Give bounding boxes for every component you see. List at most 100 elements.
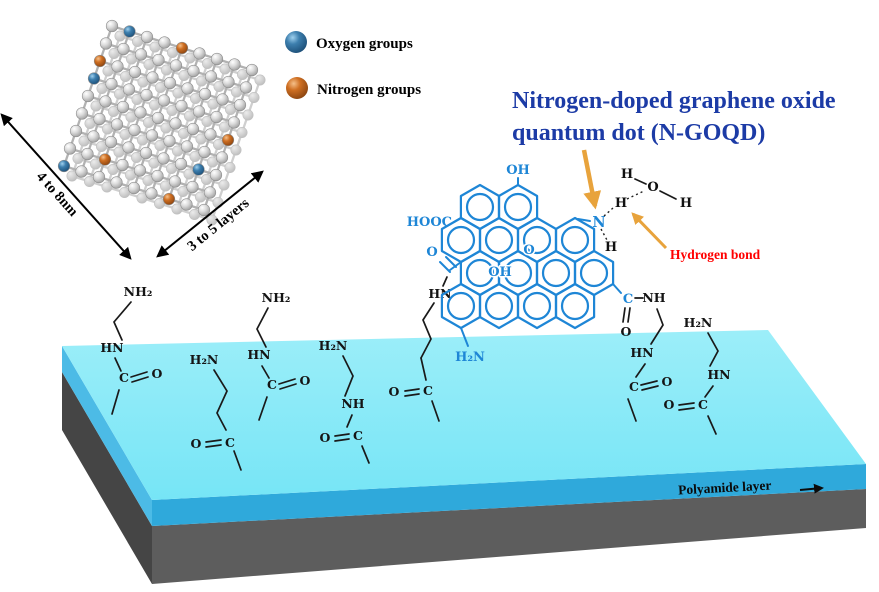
substituent-bond — [577, 218, 591, 222]
carbonyl-o-label: O — [320, 430, 331, 445]
double-bond — [205, 444, 222, 448]
double-bond — [334, 433, 350, 437]
chain-bond — [261, 365, 270, 379]
chain-bond — [431, 400, 440, 422]
double-bond — [641, 385, 659, 391]
double-bond — [404, 393, 420, 397]
carbonyl-c-label: C — [225, 435, 235, 450]
chain-bonds — [420, 302, 435, 359]
double-bond — [678, 407, 695, 411]
substituent-bond — [612, 283, 622, 294]
polyamide-label-group: Polyamide layer — [678, 478, 824, 498]
chain-bond — [361, 445, 370, 464]
polyamide-chain: NH₂ HN C O — [100, 284, 163, 415]
double-bond — [439, 261, 451, 273]
chain-bond — [420, 357, 427, 381]
water-o-label: O — [647, 180, 658, 195]
title-arrow — [581, 149, 602, 210]
qd-hooc-label: HOOC — [407, 215, 452, 230]
graphene-model: 4 to 8nm 3 to 5 layers — [0, 19, 266, 260]
polyamide-arrow — [799, 483, 824, 494]
amide-n-label: HN — [630, 345, 653, 360]
chain-bonds — [213, 369, 228, 431]
amide-n-label: HN — [100, 340, 123, 355]
quantum-dot: OH HOOC OH O H₂N O C O N — [407, 163, 644, 365]
amide-n-label: HN — [707, 367, 730, 382]
polyamide-front-edge — [152, 464, 866, 526]
chain-bond — [704, 385, 714, 398]
oxygen-sphere-icon — [285, 31, 307, 53]
chain-bond — [627, 398, 637, 422]
water-bond — [634, 178, 647, 185]
double-bond — [445, 256, 457, 268]
amide-n-label: NH — [341, 396, 364, 411]
hydrogen-bond-label: Hydrogen bond — [670, 247, 761, 262]
carbonyl-c-label: C — [698, 397, 708, 412]
amine-label: NH₂ — [124, 284, 153, 299]
qd-amide-c-label: C — [623, 292, 633, 307]
water-bond — [659, 190, 677, 200]
qd-inner-oh-label: OH — [488, 265, 512, 280]
carbonyl-o-label: O — [389, 384, 400, 399]
chain-bonds — [707, 332, 719, 367]
qd-epoxy-o-label: O — [523, 243, 534, 258]
amine-label: H₂N — [319, 338, 348, 353]
hydrogen-bond-dotted — [626, 190, 645, 200]
amine-label: H₂N — [684, 315, 713, 330]
double-bond — [278, 378, 296, 385]
amide-n-label: NH — [642, 290, 665, 305]
carbonyl-c-label: C — [629, 379, 639, 394]
layers-arrow — [156, 170, 264, 258]
double-bond — [404, 388, 420, 392]
double-bond — [678, 402, 695, 406]
support-front-face — [152, 489, 866, 584]
double-bond — [622, 307, 626, 323]
n-h-dotted-bond — [600, 228, 608, 241]
carbonyl-o-label: O — [152, 366, 163, 381]
qd-n-label: N — [592, 214, 605, 231]
amide-bond — [442, 276, 448, 287]
chain-bond — [707, 415, 717, 435]
carbonyl-c-label: C — [267, 377, 277, 392]
nitrogen-sphere-icon — [286, 77, 308, 99]
chain-bonds — [650, 308, 664, 345]
polyamide-chain: NH₂ HN C O — [247, 290, 311, 421]
polyamide-top-face — [62, 330, 866, 500]
hydrogen-bond-arrow — [631, 212, 668, 250]
substituent-bond — [449, 261, 462, 271]
hydrogen-bond-complex: H H O H H Hydrogen bond — [600, 167, 761, 262]
polyamide-chains: NH₂ HN C O H₂N C O NH₂ HN C O — [100, 284, 731, 471]
legend: Oxygen groups Nitrogen groups — [285, 31, 421, 99]
figure-title-line1: Nitrogen-doped graphene oxide — [512, 88, 836, 114]
n-h-label: H — [605, 240, 617, 255]
qd-amide-o-label: O — [621, 324, 632, 339]
water-h-label: H — [680, 196, 692, 211]
polyamide-chain: H₂N NH C O — [319, 338, 370, 464]
carbonyl-c-label: C — [353, 428, 363, 443]
carbonyl-o-label: O — [664, 397, 675, 412]
quantum-dot-rings — [440, 183, 615, 330]
double-bond — [131, 376, 149, 383]
polyamide-layer-label: Polyamide layer — [678, 478, 772, 498]
substituent-bond — [453, 217, 462, 223]
chain-bond — [346, 414, 353, 428]
polyamide-slab: Polyamide layer — [62, 330, 866, 584]
polyamide-chain: H₂N C O — [190, 352, 242, 471]
chain-bonds — [113, 301, 132, 341]
double-bond — [334, 438, 350, 442]
legend-nitrogen-label: Nitrogen groups — [317, 82, 421, 98]
n-h-label: H — [615, 196, 627, 211]
double-bond — [205, 439, 222, 443]
double-bond — [627, 307, 631, 323]
qd-oh-label: OH — [506, 163, 530, 178]
qd-h2n-label: H₂N — [455, 350, 485, 365]
legend-oxygen-label: Oxygen groups — [316, 36, 413, 52]
size-arrow — [0, 113, 132, 260]
carbonyl-o-label: O — [191, 436, 202, 451]
chain-bond — [233, 450, 242, 471]
amine-label: NH₂ — [262, 290, 291, 305]
chain-bonds — [342, 355, 354, 397]
chain-bond — [111, 389, 120, 415]
amide-n-label: HN — [247, 347, 270, 362]
